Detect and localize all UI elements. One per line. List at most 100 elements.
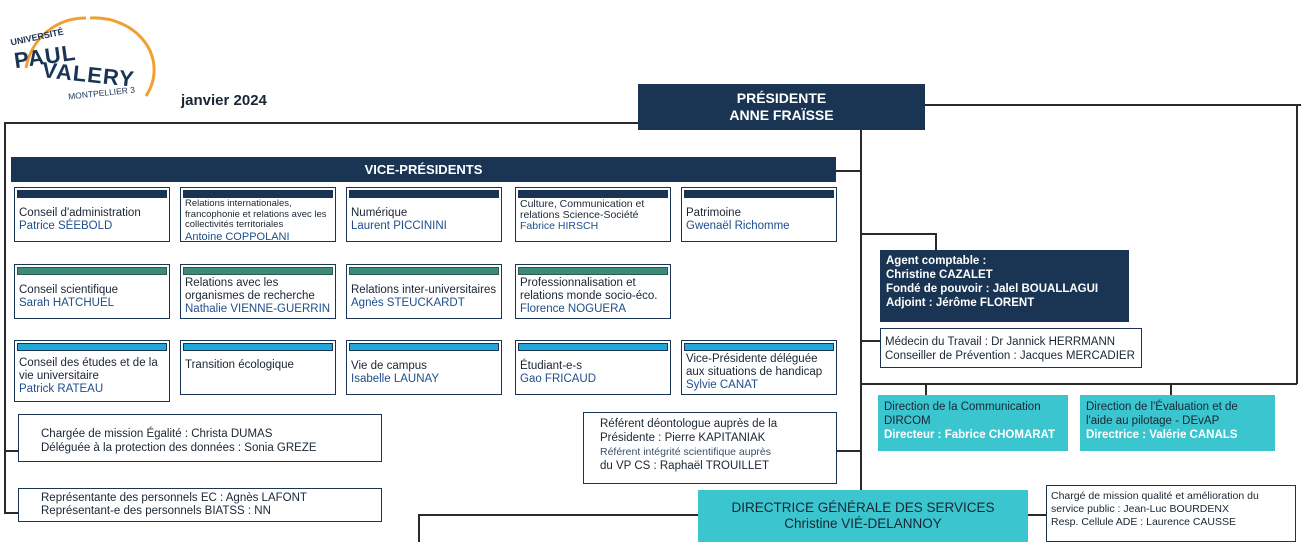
vp-card: Relations avec les organismes de recherc… bbox=[180, 264, 336, 319]
agent-line: Agent comptable : bbox=[886, 255, 987, 267]
dgs-title: DIRECTRICE GÉNÉRALE DES SERVICES bbox=[731, 500, 995, 515]
vp-role: Culture, Communication et relations Scie… bbox=[520, 198, 645, 221]
presidente-title: PRÉSIDENTE bbox=[736, 90, 827, 106]
vp-name: Sylvie CANAT bbox=[686, 379, 758, 391]
card-bar bbox=[349, 343, 499, 351]
vp-name: Patrice SÉEBOLD bbox=[19, 219, 113, 232]
card-bar bbox=[183, 343, 333, 351]
vp-name: Sarah HATCHUEL bbox=[19, 296, 115, 309]
vp-role: Relations inter-universitaires bbox=[351, 283, 497, 296]
vp-role: Patrimoine bbox=[686, 206, 741, 219]
rep-line: Représentant-e des personnels BIATSS : N… bbox=[41, 505, 271, 517]
vp-card: Relations internationales, francophonie … bbox=[180, 187, 336, 243]
vp-role: Vice-Présidente déléguée aux situations … bbox=[686, 353, 823, 378]
agent-line: Adjoint : Jérôme FLORENT bbox=[886, 297, 1035, 309]
qualite-box: Chargé de mission qualité et amélioratio… bbox=[1046, 485, 1296, 542]
card-bar bbox=[17, 190, 167, 198]
vp-name: Laurent PICCININI bbox=[351, 219, 447, 232]
card-bar bbox=[518, 267, 668, 275]
vp-name: Agnès STEUCKARDT bbox=[351, 296, 465, 309]
devap-line: Directrice : Valérie CANALS bbox=[1086, 429, 1238, 441]
card-bar bbox=[17, 267, 167, 275]
vp-card: Culture, Communication et relations Scie… bbox=[515, 187, 671, 242]
vp-name: Isabelle LAUNAY bbox=[351, 372, 439, 385]
devap-box: Direction de l'Évaluation et de l'aide a… bbox=[1080, 395, 1275, 451]
devap-line: Direction de l'Évaluation et de bbox=[1086, 401, 1238, 413]
vp-role: Vie de campus bbox=[351, 359, 427, 372]
vp-name: Nathalie VIENNE-GUERRIN bbox=[185, 303, 331, 315]
vp-name: Fabrice HIRSCH bbox=[520, 220, 599, 232]
presidente-box: PRÉSIDENTE ANNE FRAÏSSE bbox=[638, 84, 925, 130]
medecin-box: Médecin du Travail : Dr Jannick HERRMANN… bbox=[880, 328, 1142, 368]
dircom-line: Direction de la Communication bbox=[884, 401, 1041, 413]
deonto-line: du VP CS : Raphaël TROUILLET bbox=[600, 460, 769, 472]
qualite-line: Resp. Cellule ADE : Laurence CAUSSE bbox=[1051, 516, 1237, 528]
connector-dircom-drop bbox=[925, 383, 927, 395]
mission-line: Déléguée à la protection des données : S… bbox=[41, 442, 317, 454]
connector-devap-drop bbox=[1170, 383, 1172, 395]
agent-line: Christine CAZALET bbox=[886, 269, 993, 281]
card-bar bbox=[349, 267, 499, 275]
vp-role: Étudiant-e-s bbox=[520, 359, 583, 372]
devap-line: l'aide au pilotage - DEvAP bbox=[1086, 415, 1220, 427]
vp-role: Conseil des études et de la vie universi… bbox=[19, 356, 158, 382]
vp-name: Florence NOGUERA bbox=[520, 303, 627, 315]
dircom-line: DIRCOM bbox=[884, 415, 931, 427]
connector-dgs-left-drop bbox=[418, 514, 420, 542]
medecin-line: Conseiller de Prévention : Jacques MERCA… bbox=[885, 350, 1135, 362]
connector-dgs-left bbox=[418, 514, 698, 516]
vp-role: Transition écologique bbox=[185, 359, 294, 371]
card-bar bbox=[518, 190, 668, 198]
card-bar bbox=[684, 343, 834, 351]
connector-vp bbox=[836, 170, 861, 172]
vp-card: Vice-Présidente déléguée aux situations … bbox=[681, 340, 837, 395]
connector-top-right bbox=[925, 104, 1301, 106]
vp-name: Antoine COPPOLANI bbox=[185, 230, 290, 243]
dircom-line: Directeur : Fabrice CHOMARAT bbox=[884, 429, 1056, 441]
logo-arc-icon bbox=[24, 16, 156, 97]
agent-line: Fondé de pouvoir : Jalel BOUALLAGUI bbox=[886, 283, 1099, 295]
vp-card: Conseil des études et de la vie universi… bbox=[14, 340, 170, 402]
vp-name: Patrick RATEAU bbox=[19, 382, 104, 395]
connector-medecin bbox=[860, 340, 880, 342]
university-logo: UNIVERSITÉ PAUL VALERY MONTPELLIER 3 bbox=[8, 8, 158, 108]
vp-role: Professionnalisation et relations monde … bbox=[520, 277, 658, 302]
dircom-box: Direction de la Communication DIRCOM Dir… bbox=[878, 395, 1068, 451]
vp-role: Conseil scientifique bbox=[19, 283, 119, 296]
card-bar bbox=[17, 343, 167, 351]
medecin-line: Médecin du Travail : Dr Jannick HERRMANN bbox=[885, 336, 1116, 348]
qualite-line: service public : Jean-Luc BOURDENX bbox=[1051, 503, 1229, 515]
dgs-box: DIRECTRICE GÉNÉRALE DES SERVICES Christi… bbox=[698, 490, 1028, 542]
connector-agent-drop bbox=[935, 233, 937, 250]
connector-main-vertical bbox=[860, 130, 862, 490]
qualite-line: Chargé de mission qualité et amélioratio… bbox=[1051, 490, 1259, 502]
card-bar bbox=[349, 190, 499, 198]
deonto-line: Référent déontologue auprès de la bbox=[600, 418, 778, 430]
mission-box: Chargée de mission Égalité : Christa DUM… bbox=[18, 414, 382, 462]
deonto-line: Référent intégrité scientifique auprès bbox=[600, 446, 772, 458]
deontologue-box: Référent déontologue auprès de la Présid… bbox=[583, 412, 837, 484]
connector-reps bbox=[4, 512, 18, 514]
connector-mission bbox=[4, 450, 18, 452]
mission-line: Chargée de mission Égalité : Christa DUM… bbox=[41, 428, 273, 440]
vp-role: Relations internationales, francophonie … bbox=[185, 198, 327, 230]
connector-dgs-right bbox=[1028, 514, 1046, 516]
date-label: janvier 2024 bbox=[181, 92, 267, 109]
card-bar bbox=[518, 343, 668, 351]
connector-left-vertical bbox=[4, 122, 6, 514]
connector-dirs bbox=[860, 383, 1297, 385]
dgs-name: Christine VIÉ-DELANNOY bbox=[784, 516, 942, 531]
vp-header: VICE-PRÉSIDENTS bbox=[11, 157, 836, 182]
card-bar bbox=[183, 267, 333, 275]
presidente-name: ANNE FRAÏSSE bbox=[729, 107, 834, 123]
vp-name: Gao FRICAUD bbox=[520, 372, 597, 385]
vp-role: Relations avec les organismes de recherc… bbox=[185, 277, 315, 302]
vp-role: Numérique bbox=[351, 206, 408, 219]
